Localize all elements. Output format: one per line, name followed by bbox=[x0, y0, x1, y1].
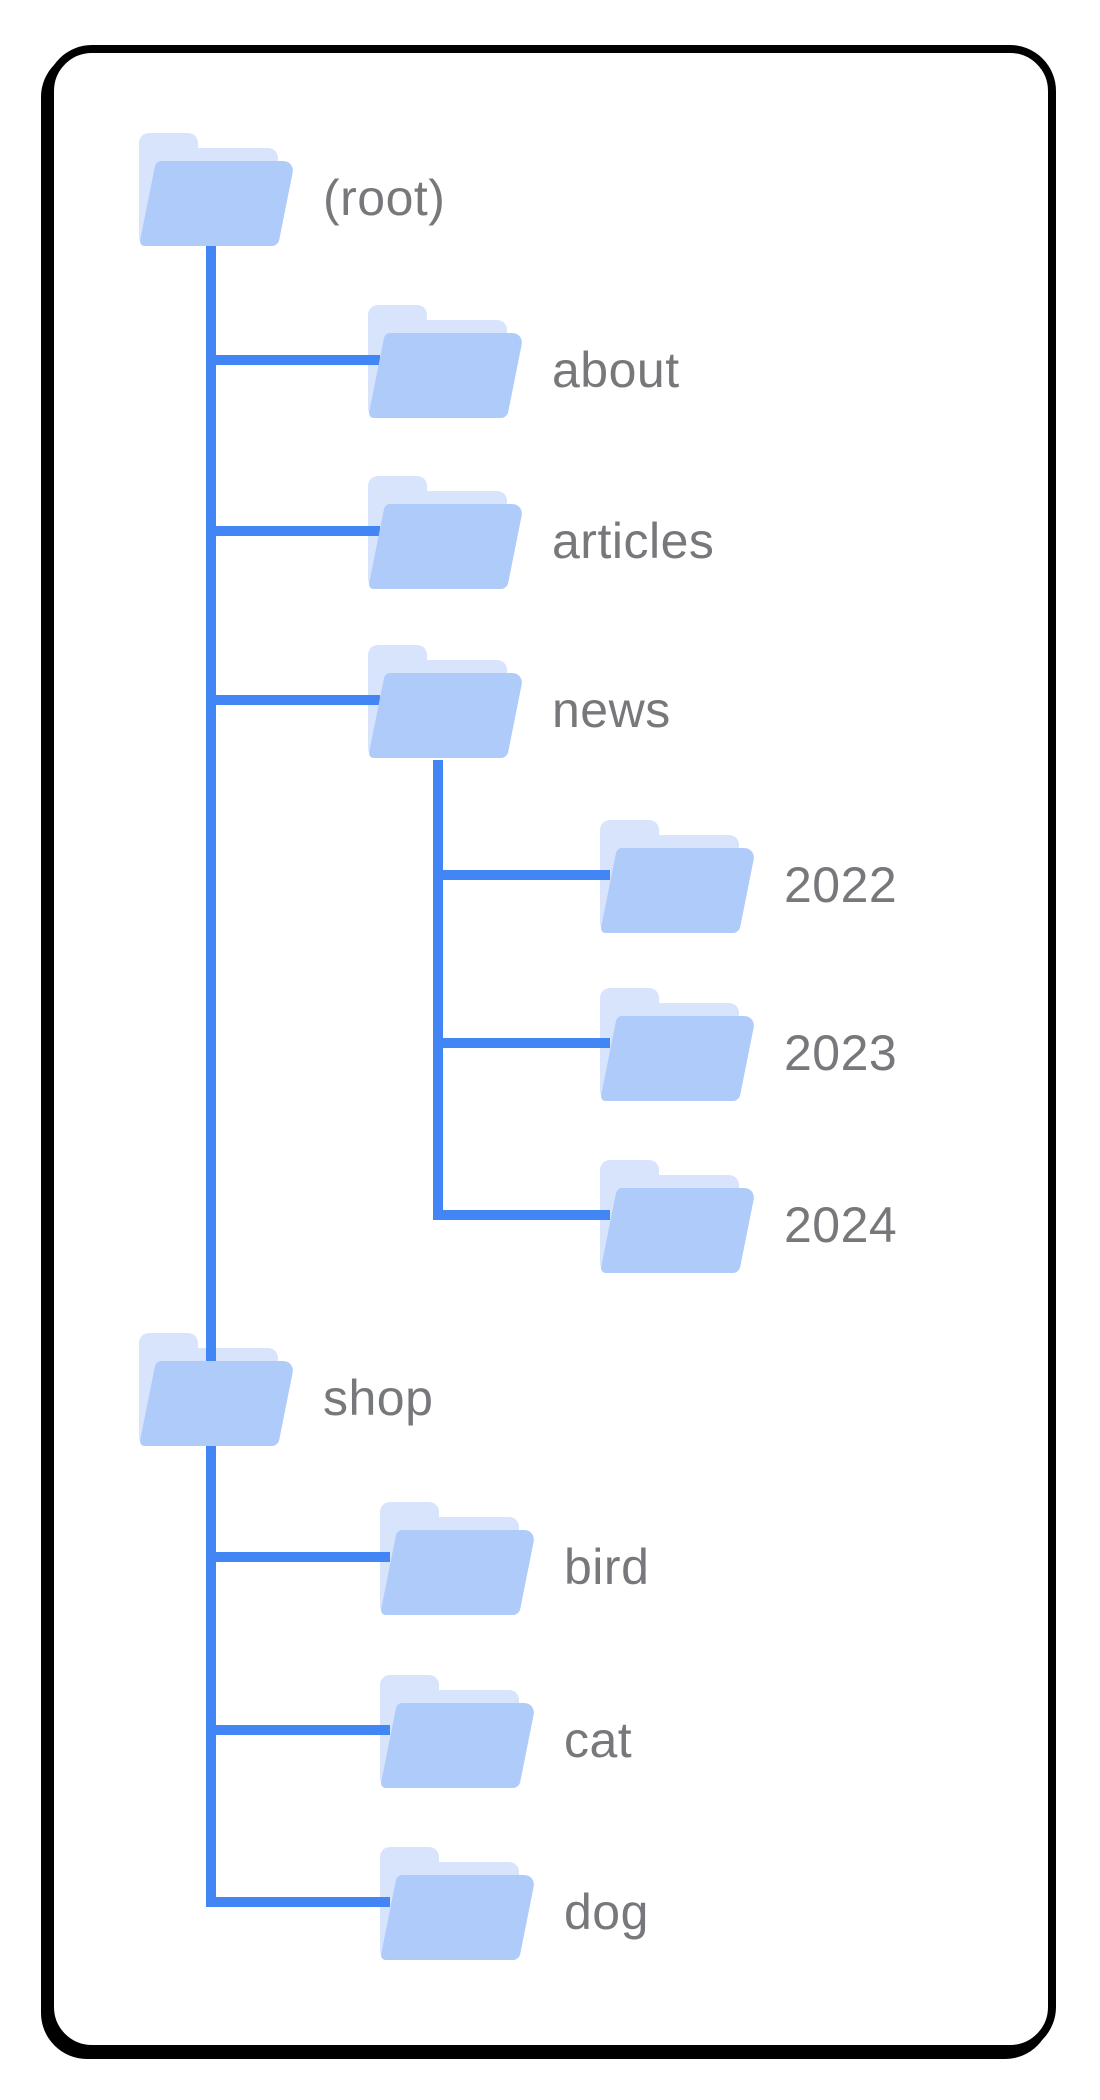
connector-branch-2022 bbox=[433, 870, 610, 880]
folder-front bbox=[380, 1875, 536, 1960]
folder-front bbox=[368, 504, 524, 589]
folder-front bbox=[380, 1530, 536, 1615]
tree-node-about: about bbox=[368, 305, 679, 418]
connector-shop-trunk bbox=[206, 1445, 216, 1907]
connector-branch-articles bbox=[206, 526, 380, 536]
folder-label-news: news bbox=[552, 682, 671, 738]
connector-branch-2024 bbox=[433, 1210, 610, 1220]
folder-label-2022: 2022 bbox=[784, 857, 898, 913]
folder-front bbox=[139, 161, 295, 246]
folder-icon bbox=[600, 988, 756, 1101]
connector-branch-cat bbox=[206, 1725, 390, 1735]
connector-branch-dog bbox=[206, 1897, 390, 1907]
tree-node-2024: 2024 bbox=[600, 1160, 897, 1273]
folder-icon bbox=[600, 1160, 756, 1273]
folder-icon bbox=[380, 1675, 536, 1788]
folder-front bbox=[600, 848, 756, 933]
folder-front bbox=[600, 1016, 756, 1101]
connector-branch-bird bbox=[206, 1552, 390, 1562]
tree-node-articles: articles bbox=[368, 476, 714, 589]
folder-label-root: (root) bbox=[323, 170, 446, 226]
folder-label-2023: 2023 bbox=[784, 1025, 898, 1081]
connector-branch-news bbox=[206, 695, 380, 705]
folder-label-dog: dog bbox=[564, 1884, 649, 1940]
connector-branch-about bbox=[206, 355, 380, 365]
folder-icon bbox=[600, 820, 756, 933]
folder-label-about: about bbox=[552, 342, 680, 398]
tree-node-dog: dog bbox=[380, 1847, 648, 1960]
connector-branch-2023 bbox=[433, 1038, 610, 1048]
folder-front bbox=[380, 1703, 536, 1788]
folder-label-articles: articles bbox=[552, 513, 715, 569]
tree-node-bird: bird bbox=[380, 1502, 649, 1615]
tree-node-2022: 2022 bbox=[600, 820, 897, 933]
folder-icon bbox=[368, 645, 524, 758]
tree-node-shop: shop bbox=[139, 1333, 433, 1446]
folder-icon bbox=[139, 133, 295, 246]
folder-label-cat: cat bbox=[564, 1712, 633, 1768]
folder-icon bbox=[380, 1502, 536, 1615]
tree-node-root: (root) bbox=[139, 133, 445, 246]
folder-icon bbox=[380, 1847, 536, 1960]
connector-news-trunk bbox=[433, 760, 443, 1220]
folder-front bbox=[139, 1361, 295, 1446]
connector-root-trunk bbox=[206, 246, 216, 1362]
folder-label-2024: 2024 bbox=[784, 1197, 898, 1253]
folder-icon bbox=[368, 476, 524, 589]
folder-icon bbox=[368, 305, 524, 418]
folder-icon bbox=[139, 1333, 295, 1446]
folder-front bbox=[600, 1188, 756, 1273]
tree-node-cat: cat bbox=[380, 1675, 632, 1788]
folder-label-shop: shop bbox=[323, 1370, 434, 1426]
tree-node-2023: 2023 bbox=[600, 988, 897, 1101]
folder-front bbox=[368, 333, 524, 418]
folder-front bbox=[368, 673, 524, 758]
tree-node-news: news bbox=[368, 645, 670, 758]
folder-label-bird: bird bbox=[564, 1539, 650, 1595]
